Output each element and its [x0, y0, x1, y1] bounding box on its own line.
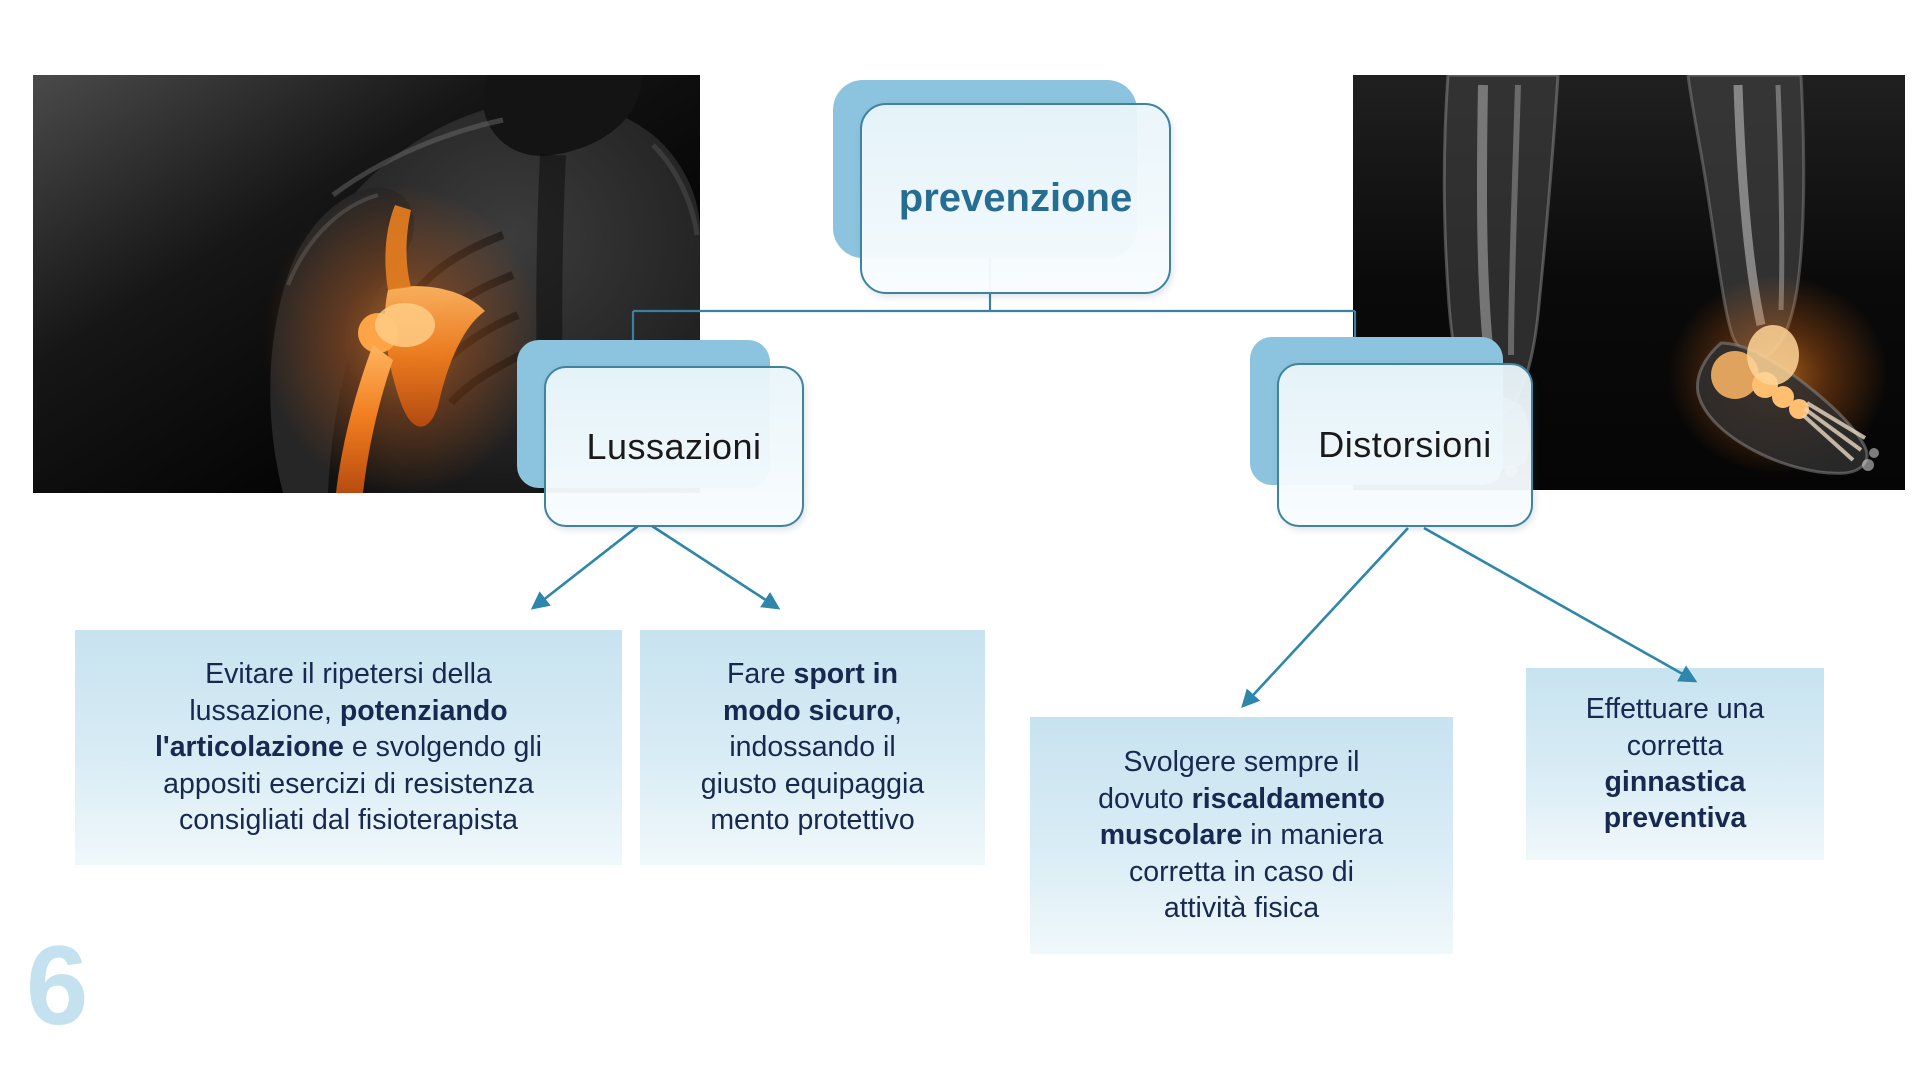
- leaf-riscaldamento: Svolgere sempre il dovuto riscaldamento …: [1030, 717, 1453, 954]
- arrow-distorsioni-to-leaf4: [1423, 526, 1698, 683]
- leaf-evitare-ripetersi-text: Evitare il ripetersi della lussazione, p…: [155, 658, 542, 837]
- page-number: 6: [26, 923, 89, 1048]
- node-prevenzione-label: prevenzione: [898, 176, 1133, 220]
- node-distorsioni-box: Distorsioni: [1277, 363, 1533, 527]
- arrow-lussazioni-to-leaf2: [651, 524, 781, 610]
- leaf-sport-sicuro-text: Fare sport in modo sicuro, indossando il…: [700, 658, 925, 837]
- node-distorsioni-label: Distorsioni: [1318, 424, 1492, 465]
- leaf-ginnastica-preventiva: Effettuare una corretta ginnastica preve…: [1526, 668, 1824, 860]
- arrow-distorsioni-to-leaf3: [1241, 527, 1409, 709]
- leaf-sport-sicuro: Fare sport in modo sicuro, indossando il…: [640, 630, 985, 865]
- leaf-ginnastica-preventiva-text: Effettuare una corretta ginnastica preve…: [1585, 693, 1765, 835]
- node-prevenzione-box: prevenzione: [860, 103, 1171, 294]
- leaf-riscaldamento-text: Svolgere sempre il dovuto riscaldamento …: [1098, 746, 1385, 925]
- ankle-xray-illustration: [1353, 75, 1905, 490]
- leaf-evitare-ripetersi: Evitare il ripetersi della lussazione, p…: [75, 630, 622, 865]
- node-lussazioni-box: Lussazioni: [544, 366, 804, 527]
- arrow-lussazioni-to-leaf1: [530, 524, 639, 610]
- ankle-xray-image: [1353, 75, 1905, 490]
- node-lussazioni-label: Lussazioni: [586, 425, 762, 467]
